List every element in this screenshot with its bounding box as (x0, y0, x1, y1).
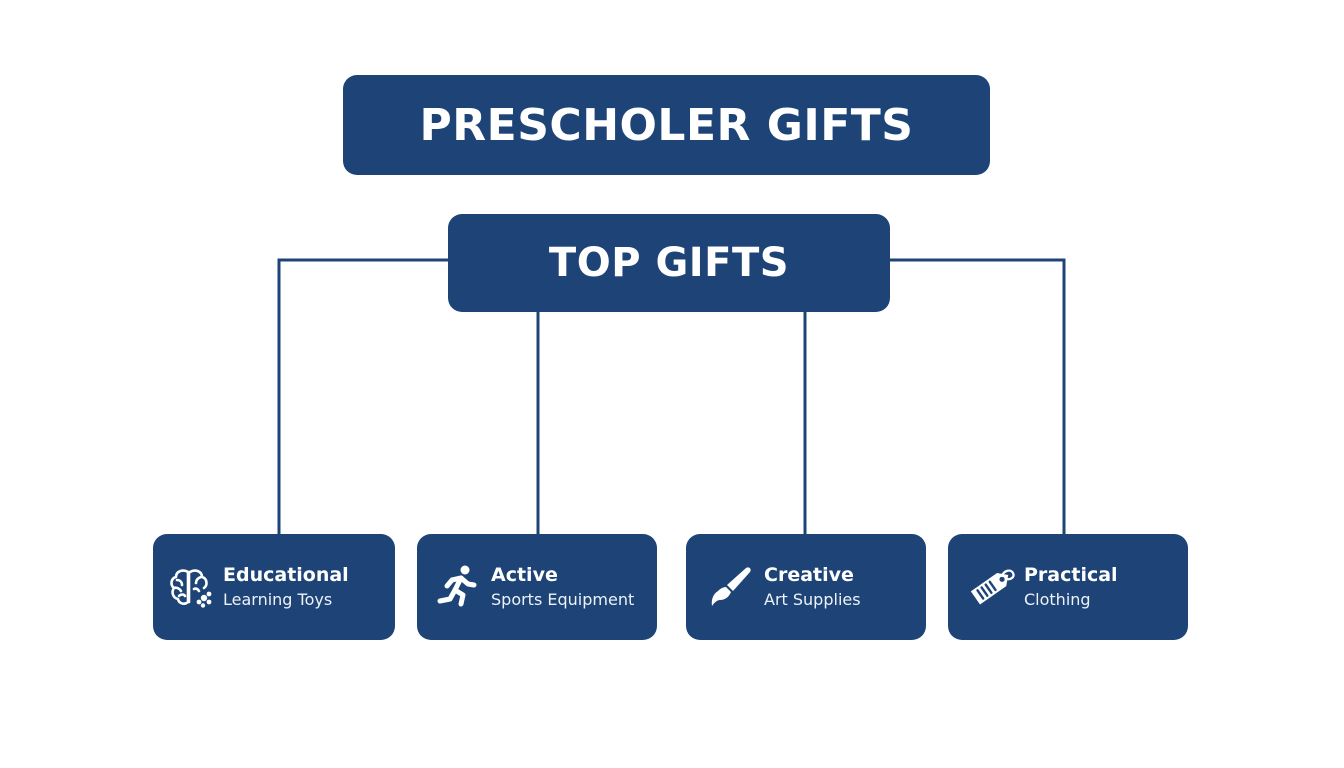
category-practical: Practical Clothing (948, 534, 1188, 640)
top-gifts-label: TOP GIFTS (548, 240, 790, 286)
category-subtitle: Sports Equipment (491, 590, 635, 609)
connector-practical (888, 258, 1066, 536)
category-educational: Educational Learning Toys (153, 534, 395, 640)
top-gifts-box: TOP GIFTS (448, 214, 890, 312)
category-label: Practical (1024, 564, 1118, 586)
paintbrush-icon (706, 562, 756, 612)
connector-educational (277, 258, 450, 536)
clothing-tag-icon (966, 562, 1016, 612)
category-label: Creative (764, 564, 854, 586)
category-subtitle: Clothing (1024, 590, 1091, 609)
brain-puzzle-icon (165, 562, 215, 612)
category-label: Active (491, 564, 558, 586)
running-person-icon (433, 562, 483, 612)
diagram-title: PRESCHOLER GIFTS (419, 99, 914, 151)
category-label: Educational (223, 564, 349, 586)
category-creative: Creative Art Supplies (686, 534, 926, 640)
category-subtitle: Learning Toys (223, 590, 333, 609)
diagram-title-box: PRESCHOLER GIFTS (343, 75, 990, 175)
category-active: Active Sports Equipment (417, 534, 657, 640)
category-subtitle: Art Supplies (764, 590, 861, 609)
